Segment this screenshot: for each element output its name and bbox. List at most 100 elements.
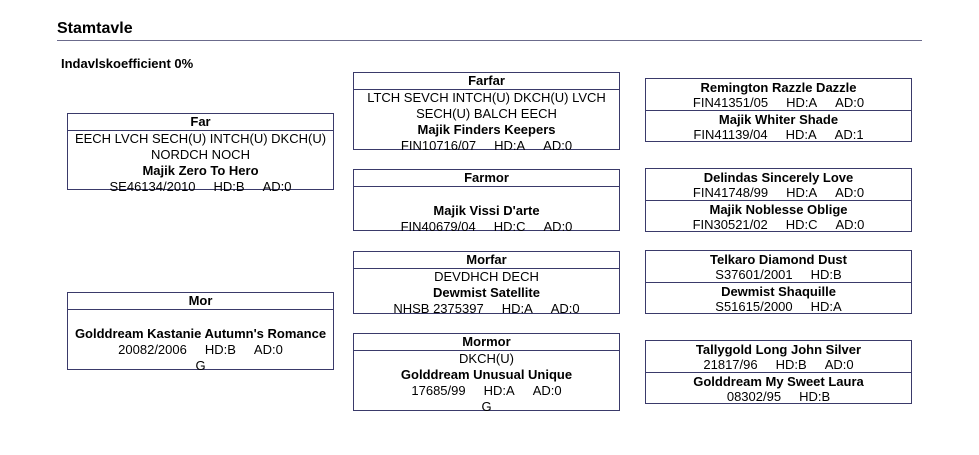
ancestor-entry: Telkaro Diamond Dust S37601/2001 HD:B <box>646 251 911 282</box>
far-name: Majik Zero To Hero <box>142 163 259 178</box>
morfar-ad: AD:0 <box>550 301 580 316</box>
morfar-titles-line-1: DEVDHCH DECH <box>434 269 539 284</box>
mormor-extra: G <box>481 399 492 414</box>
mormor-label: Mormor <box>354 334 619 351</box>
ancestor-reg: FIN41139/04 <box>693 127 768 142</box>
morfar-record: NHSB 2375397 HD:A AD:0 <box>354 301 619 317</box>
mormor-name: Golddream Unusual Unique <box>400 367 573 382</box>
ancestor-record: 21817/96 HD:B AD:0 <box>646 357 911 372</box>
farfar-hd: HD:A <box>494 138 526 153</box>
ancestor-name: Remington Razzle Dazzle <box>700 80 857 95</box>
ancestor-record: FIN30521/02 HD:C AD:0 <box>646 217 911 232</box>
ancestor-ad: AD:1 <box>834 127 864 142</box>
ancestor-entry: Tallygold Long John Silver 21817/96 HD:B A… <box>646 341 911 372</box>
ancestor-entry: Golddream My Sweet Laura 08302/95 HD:B <box>646 372 911 404</box>
mormor-titles-line-1: DKCH(U) <box>459 351 514 366</box>
mor-hd: HD:B <box>204 342 236 357</box>
ancestor-hd: HD:B <box>775 357 807 372</box>
farfar-card: Farfar LTCH SEVCH INTCH(U) DKCH(U) LVCH … <box>353 72 620 153</box>
farmor-reg: FIN40679/04 <box>400 219 476 234</box>
farmor-label: Farmor <box>354 170 619 187</box>
ancestor-entry: Delindas Sincerely Love FIN41748/99 HD:A A… <box>646 169 911 200</box>
ancestor-ad: AD:0 <box>824 357 854 372</box>
ancestor-reg: 21817/96 <box>703 357 758 372</box>
ancestor-name: Delindas Sincerely Love <box>703 170 854 185</box>
ancestor-ad: AD:0 <box>835 217 865 232</box>
mor-ad: AD:0 <box>253 342 283 357</box>
mor-label: Mor <box>68 293 333 310</box>
morfar-reg: NHSB 2375397 <box>393 301 484 316</box>
mormor-hd: HD:A <box>483 383 515 398</box>
ancestor-hd: HD:A <box>786 185 818 200</box>
ancestor-reg: S51615/2000 <box>715 299 793 314</box>
ancestor-name: Telkaro Diamond Dust <box>709 252 847 267</box>
title-divider <box>57 40 922 41</box>
far-label: Far <box>68 114 333 131</box>
ancestor-hd: HD:B <box>810 267 842 282</box>
ancestor-reg: FIN41748/99 <box>692 185 769 200</box>
ancestor-reg: FIN41351/05 <box>692 95 769 110</box>
farmor-ad: AD:0 <box>543 219 573 234</box>
ancestor-entry: Remington Razzle Dazzle FIN41351/05 HD:A A… <box>646 79 911 110</box>
morfar-name: Dewmist Satellite <box>433 285 540 300</box>
ancestor-hd: HD:A <box>810 299 842 314</box>
ancestor-record: S51615/2000 HD:A <box>646 299 911 314</box>
farmor-card: Farmor Majik Vissi D'arte FIN40679/04 HD:… <box>353 169 620 234</box>
ancestor-name: Majik Noblesse Oblige <box>709 202 848 217</box>
farfar-record: FIN10716/07 HD:A AD:0 <box>354 138 619 154</box>
far-record: SE46134/2010 HD:B AD:0 <box>68 179 333 195</box>
ancestor-hd: HD:B <box>799 389 831 404</box>
inbreeding-coefficient: Indavlskoefficient 0% <box>61 56 194 71</box>
far-ad: AD:0 <box>262 179 292 194</box>
ancestor-entry: Majik Noblesse Oblige FIN30521/02 HD:C AD:… <box>646 200 911 232</box>
great-grandparents-morfar-pair: Telkaro Diamond Dust S37601/2001 HD:B Dew… <box>645 250 912 314</box>
far-reg: SE46134/2010 <box>109 179 196 194</box>
farfar-label: Farfar <box>354 73 619 90</box>
ancestor-name: Golddream My Sweet Laura <box>693 374 864 389</box>
page-title: Stamtavle <box>57 20 133 37</box>
mormor-card: Mormor DKCH(U) Golddream Unusual Unique … <box>353 333 620 414</box>
ancestor-name: Dewmist Shaquille <box>721 284 836 299</box>
mor-extra: G <box>195 358 206 373</box>
mor-card: Mor Golddream Kastanie Autumn's Romance … <box>67 292 334 373</box>
ancestor-ad: AD:0 <box>835 185 865 200</box>
great-grandparents-farmor-pair: Delindas Sincerely Love FIN41748/99 HD:A A… <box>645 168 912 232</box>
ancestor-hd: HD:A <box>786 95 818 110</box>
farmor-name: Majik Vissi D'arte <box>433 203 540 218</box>
ancestor-hd: HD:A <box>785 127 817 142</box>
ancestor-reg: S37601/2001 <box>715 267 793 282</box>
farfar-name: Majik Finders Keepers <box>417 122 556 137</box>
mormor-reg: 17685/99 <box>411 383 466 398</box>
farfar-reg: FIN10716/07 <box>400 138 477 153</box>
far-hd: HD:B <box>213 179 245 194</box>
mor-record: 20082/2006 HD:B AD:0 <box>68 342 333 358</box>
farmor-hd: HD:C <box>493 219 526 234</box>
mormor-record: 17685/99 HD:A AD:0 <box>354 383 619 399</box>
ancestor-record: FIN41748/99 HD:A AD:0 <box>646 185 911 200</box>
ancestor-record: 08302/95 HD:B <box>646 389 911 404</box>
farfar-titles-line-1: LTCH SEVCH INTCH(U) DKCH(U) LVCH <box>367 90 606 105</box>
ancestor-record: FIN41139/04 HD:A AD:1 <box>646 127 911 142</box>
ancestor-record: S37601/2001 HD:B <box>646 267 911 282</box>
ancestor-hd: HD:C <box>785 217 818 232</box>
morfar-card: Morfar DEVDHCH DECH Dewmist Satellite NH… <box>353 251 620 317</box>
morfar-label: Morfar <box>354 252 619 269</box>
ancestor-name: Tallygold Long John Silver <box>695 342 862 357</box>
ancestor-entry: Dewmist Shaquille S51615/2000 HD:A <box>646 282 911 314</box>
mormor-ad: AD:0 <box>532 383 562 398</box>
morfar-hd: HD:A <box>501 301 533 316</box>
mor-reg: 20082/2006 <box>118 342 187 357</box>
ancestor-reg: 08302/95 <box>726 389 782 404</box>
ancestor-ad: AD:0 <box>835 95 865 110</box>
mor-name: Golddream Kastanie Autumn's Romance <box>74 326 327 341</box>
farmor-record: FIN40679/04 HD:C AD:0 <box>354 219 619 235</box>
ancestor-record: FIN41351/05 HD:A AD:0 <box>646 95 911 110</box>
ancestor-reg: FIN30521/02 <box>692 217 768 232</box>
far-card: Far EECH LVCH SECH(U) INTCH(U) DKCH(U) N… <box>67 113 334 194</box>
far-titles-line-1: EECH LVCH SECH(U) INTCH(U) DKCH(U) <box>74 131 327 146</box>
farfar-ad: AD:0 <box>543 138 573 153</box>
far-titles-line-2: NORDCH NOCH <box>151 147 250 162</box>
